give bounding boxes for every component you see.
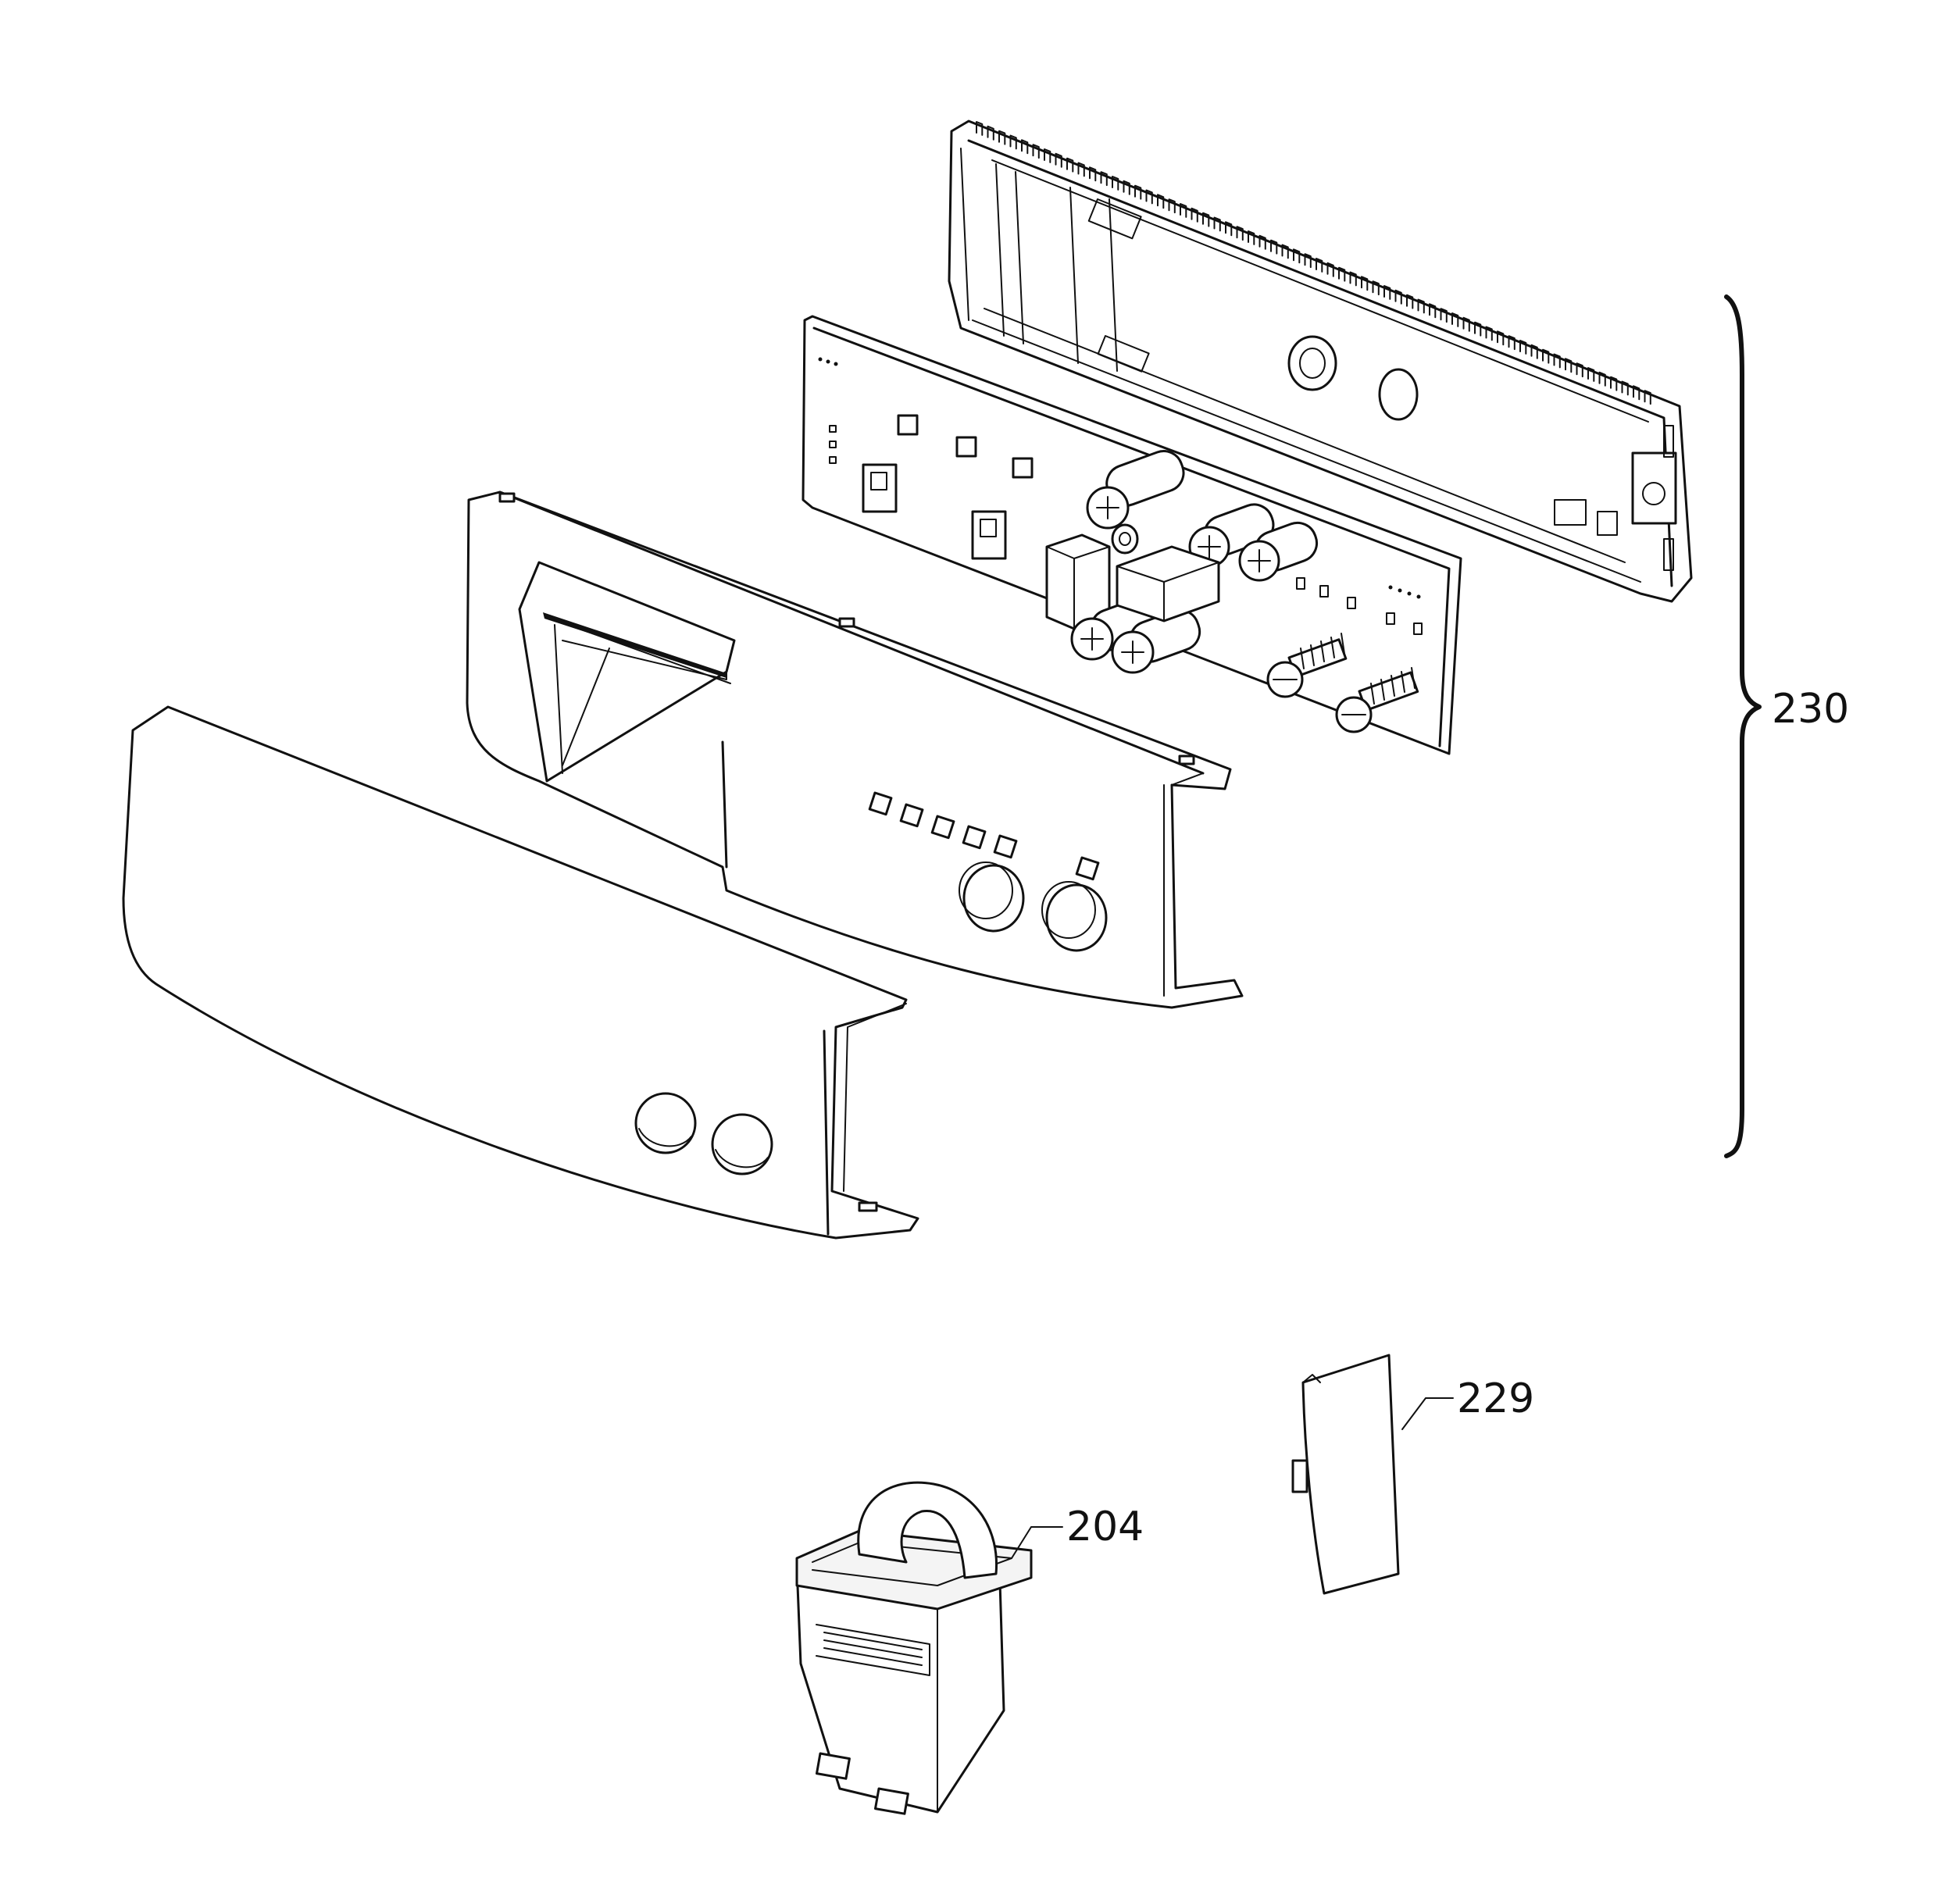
control-panel <box>466 491 1244 1009</box>
callout-label-204: 204 <box>1066 1504 1144 1550</box>
panel-button <box>962 864 1025 933</box>
leader-line-229 <box>1401 1397 1454 1430</box>
callout-label-230: 230 <box>1772 686 1849 733</box>
front-cover <box>122 705 919 1240</box>
panel-button <box>1045 883 1108 952</box>
indicator-window <box>868 791 1100 881</box>
rear-frame <box>948 120 1693 603</box>
cover-opening <box>711 1113 773 1175</box>
circuit-board <box>801 315 1462 755</box>
callout-label-229: 229 <box>1457 1375 1534 1422</box>
cover-opening <box>634 1092 697 1154</box>
rocker-switch <box>795 1481 1033 1815</box>
screw <box>1335 667 1419 733</box>
assembly-brace <box>1724 294 1762 1158</box>
cover-cap <box>1291 1354 1400 1595</box>
leader-line-204 <box>1011 1526 1063 1559</box>
screw <box>1266 633 1348 698</box>
